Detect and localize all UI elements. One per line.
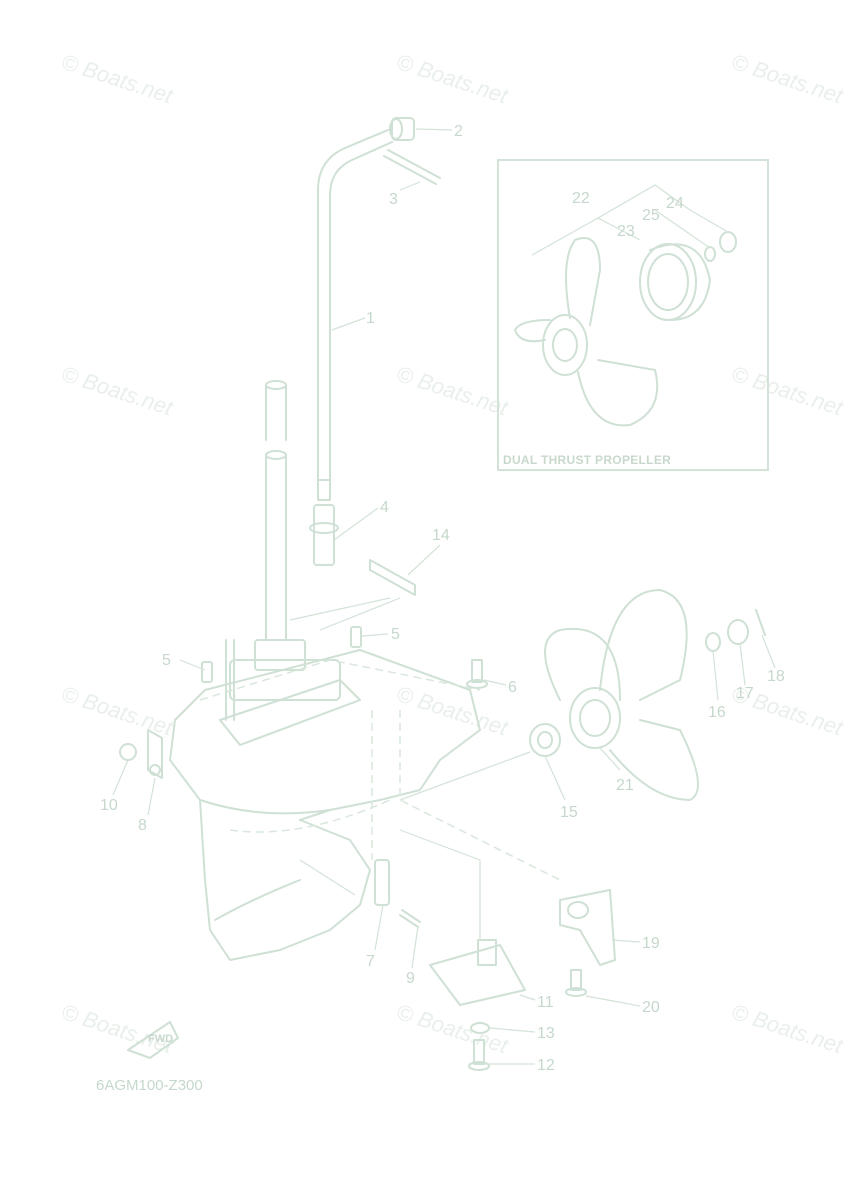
diagram-code: 6AGM100-Z300 [96,1077,203,1094]
callout-5-right: 5 [391,626,400,643]
washer-part [470,1022,490,1034]
pin-part [383,149,441,185]
watermark: © Boats.net [393,361,511,421]
callout-9: 9 [406,970,415,987]
callout-20: 20 [642,999,660,1016]
callout-21: 21 [616,777,634,794]
inset-dual-thrust-propeller: 22 23 24 25 DUAL THRUST PROPELLER [497,159,769,471]
callout-numbers: 1 2 3 4 5 5 6 7 8 9 10 11 12 13 14 15 16… [100,123,785,1074]
washer-part [705,632,721,652]
callout-7: 7 [366,953,375,970]
bracket-part [147,729,163,779]
callout-22: 22 [572,190,590,207]
callout-2: 2 [454,123,463,140]
callout-3: 3 [389,191,398,208]
callout-11: 11 [537,994,554,1011]
grommet-part [389,117,415,141]
studs [201,626,362,721]
gear-case [169,639,481,961]
callout-8: 8 [138,817,147,834]
anode-part [559,889,616,997]
callout-10: 10 [100,797,118,814]
clip-part [374,859,390,906]
drive-shaft [265,380,287,641]
propeller [544,589,699,801]
callout-18: 18 [767,668,785,685]
callout-24: 24 [666,195,684,212]
callout-1: 1 [366,310,375,327]
callout-14: 14 [432,527,450,544]
shift-rod [317,129,393,501]
inset-title: DUAL THRUST PROPELLER [503,453,671,467]
bolt-part [468,1039,490,1071]
watermark: © Boats.net [58,361,176,421]
watermark: © Boats.net [58,681,176,741]
pin-part [755,609,766,636]
trim-tab [429,939,526,1006]
fwd-label: FWD [148,1033,173,1045]
bracket-part [369,559,416,596]
watermark-group: © Boats.net © Boats.net © Boats.net © Bo… [58,49,846,1059]
watermark: © Boats.net [393,681,511,741]
watermark: © Boats.net [58,49,176,109]
bolt-part [466,659,488,689]
inset-propeller-drawing [514,231,737,427]
screw-part [399,909,421,928]
leader-lines [112,128,776,1065]
fwd-arrow-icon: FWD [127,1021,179,1059]
callout-12: 12 [537,1057,555,1074]
callout-16: 16 [708,704,726,721]
callout-13: 13 [537,1025,555,1042]
coupling-part [309,504,339,566]
nut-part [727,619,749,645]
callout-4: 4 [380,499,389,516]
spacer-part [529,723,561,757]
callout-17: 17 [736,685,754,702]
watermark: © Boats.net [728,361,846,421]
callout-19: 19 [642,935,660,952]
callout-5-left: 5 [162,652,171,669]
watermark: © Boats.net [728,49,846,109]
watermark: © Boats.net [728,999,846,1059]
callout-15: 15 [560,804,578,821]
callout-6: 6 [508,679,517,696]
callout-23: 23 [617,223,635,240]
nut-part [119,743,137,761]
callout-25: 25 [642,207,660,224]
watermark: © Boats.net [393,49,511,109]
